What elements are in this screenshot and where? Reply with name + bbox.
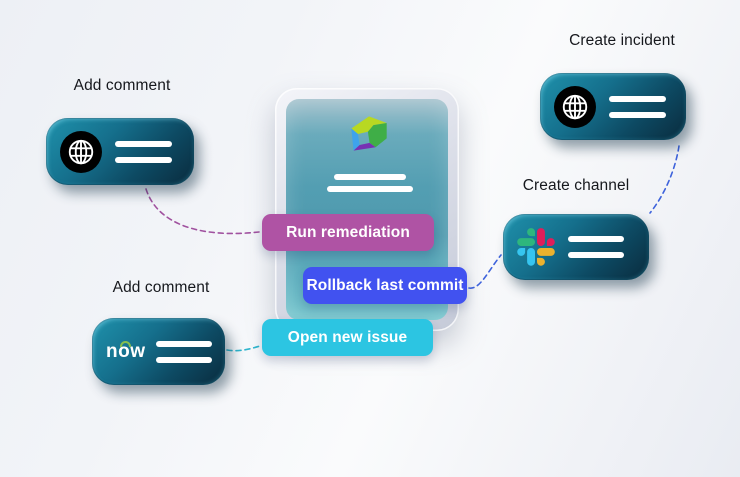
- text-placeholder-lines: [609, 95, 666, 118]
- card-caption: Create incident: [569, 32, 675, 49]
- integration-card-web-add-comment: [46, 118, 194, 185]
- action-rollback-last-commit: Rollback last commit: [303, 267, 467, 304]
- action-run-remediation: Run remediation: [262, 214, 434, 251]
- text-placeholder-line: [334, 174, 406, 180]
- card-caption: Add comment: [73, 77, 171, 94]
- card-caption: Add comment: [112, 279, 210, 296]
- slack-icon: [517, 228, 555, 266]
- servicenow-now-logo: now: [106, 340, 146, 362]
- text-placeholder-line: [327, 186, 413, 192]
- integration-card-slack-create-channel: [503, 214, 649, 280]
- connector-rollback-to-slack: [468, 254, 502, 289]
- action-open-new-issue: Open new issue: [262, 319, 433, 356]
- text-placeholder-lines: [568, 236, 624, 258]
- globe-icon: [60, 130, 102, 173]
- servicenow-green-arc-icon: [119, 340, 131, 347]
- globe-icon: [554, 85, 596, 128]
- hollow-cube-icon: [351, 116, 387, 151]
- text-placeholder-lines: [155, 340, 212, 363]
- connector-servicenow-to-issue: [226, 345, 261, 352]
- card-caption: Create channel: [522, 177, 630, 194]
- connector-incident-to-slack: [649, 145, 680, 214]
- connector-web-to-remediation: [145, 188, 260, 235]
- integration-card-web-create-incident: [540, 73, 686, 140]
- integration-card-servicenow-add-comment: now: [92, 318, 225, 385]
- text-placeholder-lines: [115, 140, 172, 163]
